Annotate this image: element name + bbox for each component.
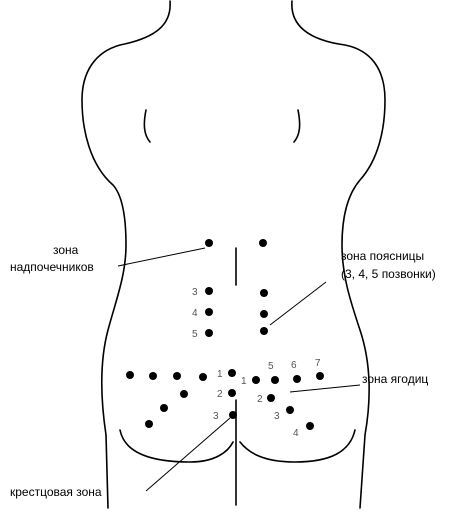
gluteal-point bbox=[145, 420, 153, 428]
adrenal-zone-label: надпочечников bbox=[10, 260, 94, 274]
lumbar-number: 5 bbox=[192, 329, 198, 340]
gluteal-point bbox=[126, 371, 134, 379]
sacral-number: 1 bbox=[217, 369, 223, 380]
gluteal-point bbox=[316, 372, 324, 380]
lumbar-point bbox=[260, 327, 268, 335]
lumbar-leader bbox=[270, 282, 326, 325]
gluteal-point bbox=[252, 376, 260, 384]
gluteal-leader bbox=[290, 385, 360, 392]
gluteal-number: 7 bbox=[315, 358, 321, 369]
gluteal-point bbox=[293, 375, 301, 383]
gluteal-point bbox=[271, 376, 279, 384]
gluteal-number: 5 bbox=[268, 361, 274, 372]
lumbar-points bbox=[205, 287, 268, 337]
lumbar-point bbox=[205, 329, 213, 337]
adrenal-point-left bbox=[205, 239, 213, 247]
lumbar-number: 3 bbox=[192, 287, 198, 298]
gluteal-zone-label: зона ягодиц bbox=[362, 372, 428, 386]
adrenal-leader bbox=[118, 248, 205, 266]
sacral-leader bbox=[146, 418, 230, 491]
gluteal-point bbox=[180, 390, 188, 398]
gluteal-point bbox=[267, 394, 275, 402]
lumbar-number: 4 bbox=[192, 308, 198, 319]
sacral-zone-label: крестцовая зона bbox=[10, 485, 102, 499]
lumbar-zone-label: зона поясницы bbox=[341, 249, 424, 263]
gluteal-number: 3 bbox=[274, 411, 280, 422]
gluteal-point bbox=[199, 373, 207, 381]
lumbar-zone-label: (3, 4, 5 позвонки) bbox=[341, 267, 436, 281]
sacral-number: 3 bbox=[213, 411, 219, 422]
body-outline bbox=[82, 1, 385, 508]
leader-lines bbox=[118, 248, 360, 491]
gluteal-number: 2 bbox=[257, 394, 263, 405]
gluteal-point bbox=[160, 404, 168, 412]
sacral-point bbox=[228, 369, 236, 377]
adrenal-points bbox=[205, 239, 267, 247]
adrenal-zone-label: зона bbox=[53, 243, 79, 257]
gluteal-point bbox=[286, 406, 294, 414]
gluteal-number: 6 bbox=[291, 360, 297, 371]
sacral-point bbox=[229, 411, 237, 419]
gluteal-number: 1 bbox=[241, 376, 247, 387]
lumbar-point bbox=[205, 287, 213, 295]
lumbar-point bbox=[205, 308, 213, 316]
adrenal-point-right bbox=[259, 239, 267, 247]
lumbar-point bbox=[260, 310, 268, 318]
gluteal-point bbox=[173, 372, 181, 380]
zone-labels: зона надпочечников зона поясницы (3, 4, … bbox=[10, 243, 436, 499]
gluteal-points-right bbox=[252, 372, 324, 430]
gluteal-point bbox=[306, 422, 314, 430]
sacral-number: 2 bbox=[217, 389, 223, 400]
gluteal-number: 4 bbox=[293, 428, 299, 439]
sacral-point bbox=[228, 389, 236, 397]
gluteal-points-left bbox=[126, 371, 207, 428]
lumbar-point bbox=[260, 289, 268, 297]
gluteal-point bbox=[149, 372, 157, 380]
